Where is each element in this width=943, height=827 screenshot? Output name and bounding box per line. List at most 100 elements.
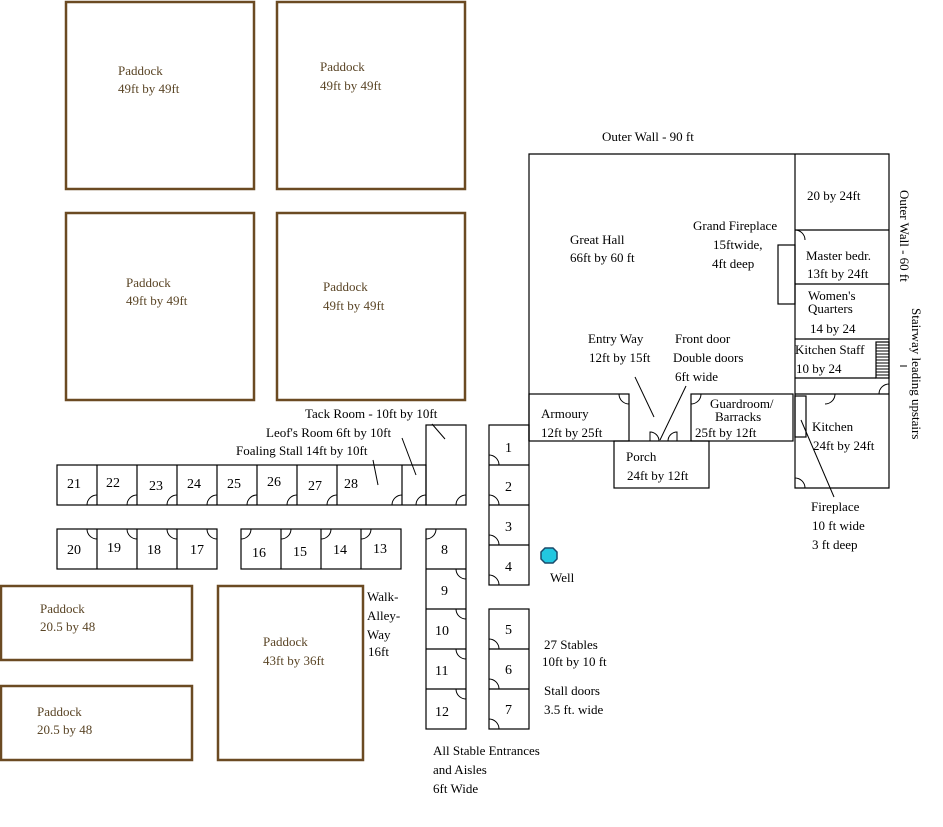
door-arc: [240, 528, 252, 540]
door-arc: [824, 393, 836, 405]
armoury-room: [528, 393, 630, 442]
paddock-5: Paddock 20.5 by 48: [0, 584, 194, 662]
door-arc: [86, 494, 98, 506]
door-arc: [166, 528, 178, 540]
paddock-size: 20.5 by 48: [40, 619, 95, 634]
paddock-label: Paddock: [40, 601, 85, 616]
door-arc: [425, 528, 437, 540]
stables-size-label: 10ft by 10 ft: [542, 654, 607, 669]
door-arc: [360, 528, 372, 540]
door-arc: [206, 528, 218, 540]
door-arc: [126, 528, 138, 540]
door-arc: [488, 494, 500, 506]
paddock-4: Paddock 49ft by 49ft: [275, 211, 467, 402]
walk-alley-width: 16ft: [368, 644, 389, 659]
stall-number-22: 22: [106, 476, 120, 491]
entrances-label-2: and Aisles: [433, 762, 487, 777]
tack-room-label: Tack Room - 10ft by 10ft: [305, 406, 438, 421]
door-arc: [326, 494, 338, 506]
front-door-type: Double doors: [673, 350, 743, 365]
paddock-3: Paddock 49ft by 49ft: [64, 211, 256, 402]
guardroom-size: 25ft by 12ft: [695, 425, 757, 440]
kitchen-fireplace-width: 10 ft wide: [812, 518, 865, 533]
entrances-width: 6ft Wide: [433, 781, 478, 796]
stall-number-13: 13: [373, 542, 387, 557]
tack-room: [425, 424, 467, 506]
stall-number-8: 8: [441, 543, 448, 558]
armoury-size: 12ft by 25ft: [541, 425, 603, 440]
entry-way-label: Entry Way: [588, 331, 644, 346]
door-arc: [206, 494, 218, 506]
paddock-size: 49ft by 49ft: [323, 298, 385, 313]
grand-fireplace-label: Grand Fireplace: [693, 218, 777, 233]
kitchen-staff-size: 10 by 24: [796, 361, 842, 376]
paddock-label: Paddock: [263, 634, 308, 649]
stall-number-2: 2: [505, 480, 512, 495]
grand-fireplace-depth: 4ft deep: [712, 256, 754, 271]
kitchen-size: 24ft by 24ft: [813, 438, 875, 453]
door-arc: [488, 454, 500, 466]
guardroom-label: Guardroom/: [710, 396, 774, 411]
master-bedroom-size: 13ft by 24ft: [807, 266, 869, 281]
stall-doors-label: Stall doors: [544, 683, 600, 698]
stall-number-10: 10: [435, 624, 449, 639]
door-arc: [690, 393, 702, 405]
entry-way-size: 12ft by 15ft: [589, 350, 651, 365]
stall-number-16: 16: [252, 546, 266, 561]
door-arc: [488, 638, 500, 650]
stall-number-4: 4: [505, 560, 512, 575]
door-arc: [391, 494, 403, 506]
womens-quarters-size: 14 by 24: [810, 321, 856, 336]
stall-number-15: 15: [293, 545, 307, 560]
stall-number-23: 23: [149, 479, 163, 494]
great-hall-label: Great Hall: [570, 232, 625, 247]
door-arc: [455, 494, 467, 506]
porch-label: Porch: [626, 449, 657, 464]
paddock-label: Paddock: [118, 63, 163, 78]
stall-number-11: 11: [435, 664, 448, 679]
front-door-label: Front door: [675, 331, 731, 346]
stall-number-26: 26: [267, 475, 281, 490]
door-arc: [455, 688, 467, 700]
stall-number-6: 6: [505, 663, 512, 678]
door-arc: [455, 568, 467, 580]
door-arcs: [86, 229, 890, 730]
kitchen-fireplace: [794, 395, 807, 438]
room-20x24-label: 20 by 24ft: [807, 188, 861, 203]
paddock-size: 49ft by 49ft: [320, 78, 382, 93]
stall-number-24: 24: [187, 477, 201, 492]
porch-size: 24ft by 12ft: [627, 468, 689, 483]
stall-number-7: 7: [505, 703, 512, 718]
stall-number-25: 25: [227, 477, 241, 492]
door-arc: [320, 528, 332, 540]
paddock-label: Paddock: [37, 704, 82, 719]
door-arc: [488, 678, 500, 690]
door-arc: [415, 494, 427, 506]
paddock-2: Paddock 49ft by 49ft: [275, 0, 467, 191]
stall-number-9: 9: [441, 584, 448, 599]
door-arc: [794, 229, 806, 241]
stall-number-27: 27: [308, 479, 322, 494]
paddock-label: Paddock: [126, 275, 171, 290]
door-arc: [280, 528, 292, 540]
door-arc: [455, 608, 467, 620]
walk-alley-label: Walk-: [367, 589, 398, 604]
front-door-width: 6ft wide: [675, 369, 718, 384]
great-hall-walls: [528, 153, 890, 489]
porch-room: [613, 440, 710, 489]
grand-fireplace-width: 15ftwide,: [713, 237, 762, 252]
door-arc: [488, 534, 500, 546]
entrances-label: All Stable Entrances: [433, 743, 540, 758]
stall-number-5: 5: [505, 623, 512, 638]
stair-steps: [876, 344, 889, 376]
armoury-label: Armoury: [541, 406, 589, 421]
door-arc: [618, 393, 630, 405]
stall-number-12: 12: [435, 705, 449, 720]
door-arc: [794, 477, 806, 489]
walk-alley-label-2: Alley-: [367, 608, 400, 623]
master-bedroom-label: Master bedr.: [806, 248, 871, 263]
paddock-size: 49ft by 49ft: [118, 81, 180, 96]
door-arc: [488, 574, 500, 586]
